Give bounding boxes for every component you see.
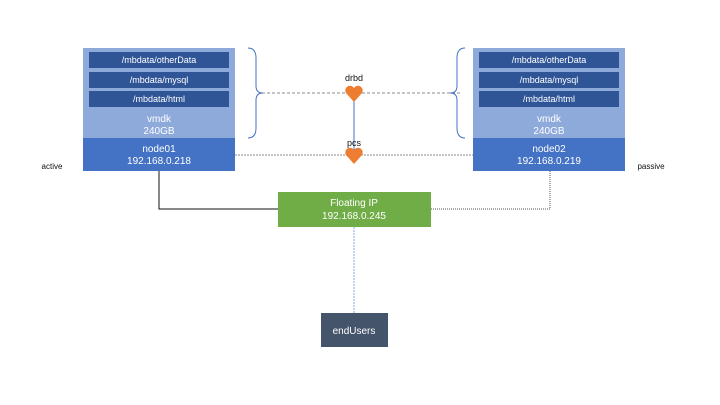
floating-ip-box: Floating IP 192.168.0.245: [278, 192, 431, 227]
mount-label: /mbdata/otherData: [512, 55, 587, 65]
end-users-box: endUsers: [321, 313, 388, 347]
disk-label: vmdk: [537, 114, 562, 125]
node02-role: passive: [637, 162, 665, 171]
end-users-label: endUsers: [333, 326, 376, 337]
node02-box: /mbdata/otherData /mbdata/mysql /mbdata/…: [473, 48, 625, 171]
drbd-heart-icon: [345, 85, 363, 102]
node-ip: 192.168.0.219: [517, 156, 581, 167]
right-brace: [449, 47, 466, 139]
left-brace: [247, 47, 264, 139]
mount-label: /mbdata/html: [523, 94, 575, 104]
mount-label: /mbdata/html: [133, 94, 185, 104]
drbd-label: drbd: [345, 73, 363, 83]
floating-ip-label: Floating IP: [330, 198, 378, 209]
node01-to-floating-link: [158, 171, 278, 210]
disk-size: 240GB: [143, 126, 174, 137]
mount-html: [479, 91, 619, 107]
mount-mysql: [89, 72, 229, 88]
node-name: node01: [142, 144, 176, 155]
mount-mysql: [479, 72, 619, 88]
mount-html: [89, 91, 229, 107]
mount-label: /mbdata/otherData: [122, 55, 197, 65]
mount-otherdata: [89, 52, 229, 68]
node02-to-floating-link: [431, 171, 551, 210]
mount-label: /mbdata/mysql: [130, 75, 189, 85]
pcs-label: pcs: [347, 138, 362, 148]
disk-size: 240GB: [533, 126, 564, 137]
node-name: node02: [532, 144, 566, 155]
mount-otherdata: [479, 52, 619, 68]
mount-label: /mbdata/mysql: [520, 75, 579, 85]
node-ip: 192.168.0.218: [127, 156, 191, 167]
floating-ip-address: 192.168.0.245: [322, 211, 386, 222]
node01-role: active: [42, 162, 63, 171]
node01-box: /mbdata/otherData /mbdata/mysql /mbdata/…: [83, 48, 235, 171]
pcs-heart-icon: [345, 147, 363, 164]
disk-label: vmdk: [147, 114, 172, 125]
